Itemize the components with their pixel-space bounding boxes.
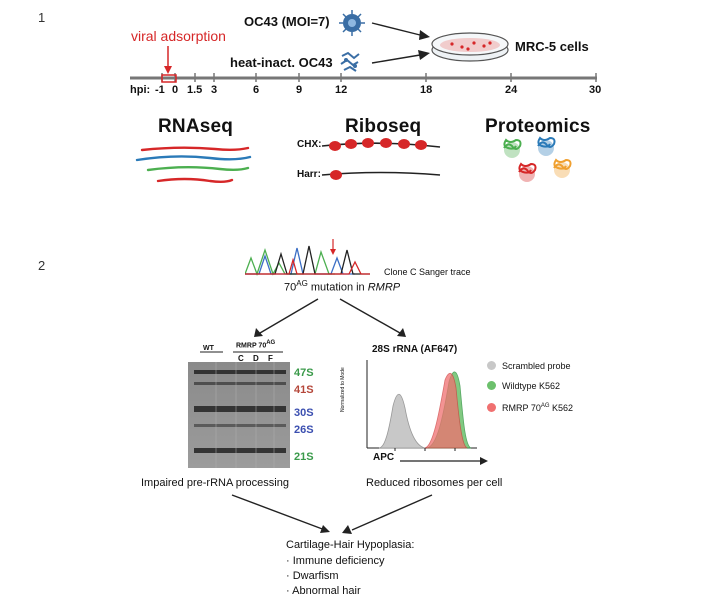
conclusion-item-text: Dwarfism	[292, 570, 339, 582]
legend-item: Wildtype K562	[487, 379, 573, 393]
conclusion-item-text: Abnormal hair	[292, 585, 361, 597]
legend-sup: AG	[540, 403, 550, 409]
mutation-gene: RMRP	[367, 281, 401, 294]
legend-label-post: K562	[549, 403, 574, 413]
flow-legend: Scrambled probe Wildtype K562 RMRP 70AG …	[487, 359, 573, 415]
harr-label: Harr:	[297, 169, 321, 180]
viral-adsorption-label: viral adsorption	[131, 28, 226, 44]
mutation-sup: AG	[296, 279, 308, 288]
northern-blot-gel	[188, 362, 290, 468]
gel-lane-header	[200, 351, 283, 353]
heat-inact-arrow	[371, 54, 421, 64]
method-proteomics: Proteomics	[485, 116, 591, 137]
chx-label: CHX:	[297, 139, 322, 150]
band-41s: 41S	[294, 384, 314, 396]
gel-caption: Impaired pre-rRNA processing	[141, 477, 289, 489]
tick-label: -1	[155, 84, 165, 96]
sanger-trace	[245, 239, 370, 276]
tick-label: 30	[589, 84, 602, 96]
panel-1-number: 1	[38, 10, 46, 25]
adsorption-window	[161, 74, 177, 83]
virus-icon	[339, 10, 365, 36]
clone-label: C	[238, 354, 244, 363]
riboseq-harr-track	[321, 170, 441, 180]
tick-label: 0	[172, 84, 179, 96]
oc43-arrow	[371, 22, 421, 36]
flow-y-label: Normalized to Mode	[340, 367, 346, 412]
mutation-position: 70	[284, 281, 297, 294]
legend-label: RMRP 70	[502, 403, 541, 413]
conclusion-item-text: Immune deficiency	[292, 555, 385, 567]
rnaseq-transcripts	[135, 146, 252, 183]
legend-item: RMRP 70AG K562	[487, 399, 573, 415]
band-30s: 30S	[294, 407, 314, 419]
method-riboseq: Riboseq	[345, 116, 422, 137]
flow-histogram	[366, 360, 477, 451]
conclusion-title: Cartilage-Hair Hypoplasia:	[286, 539, 415, 551]
gel-wt-label: WT	[203, 345, 214, 352]
oc43-label: OC43 (MOI=7)	[244, 14, 330, 29]
cells-label: MRC-5 cells	[515, 39, 589, 54]
gel-rmrp-sup: AG	[266, 340, 276, 346]
conclusion-item: · Dwarfism	[286, 570, 339, 582]
heat-inact-label: heat-inact. OC43	[230, 55, 333, 70]
legend-item: Scrambled probe	[487, 359, 573, 373]
mutation-caption: 70AG mutation in RMRP	[284, 279, 400, 294]
tick-label: 9	[296, 84, 303, 96]
tick-label: 3	[211, 84, 218, 96]
conclusion-item: · Immune deficiency	[286, 555, 385, 567]
apc-axis-arrow	[400, 457, 488, 465]
band-21s: 21S	[294, 451, 314, 463]
sanger-label: Clone C Sanger trace	[384, 267, 471, 277]
gel-clone-labels: C D F	[238, 354, 273, 363]
conclusion-item: · Abnormal hair	[286, 585, 361, 597]
mutation-text: mutation in	[307, 281, 368, 294]
heat-inactivated-virus-icon	[340, 51, 360, 72]
gel-rmrp-label: RMRP 70AG	[236, 340, 275, 349]
panel-2-number: 2	[38, 258, 46, 273]
adsorption-arrowhead	[164, 66, 172, 74]
tick-label: 12	[335, 84, 348, 96]
flow-x-label: APC	[373, 452, 395, 463]
legend-label: Wildtype K562	[502, 381, 561, 391]
clone-label: D	[253, 354, 259, 363]
flow-caption: Reduced ribosomes per cell	[366, 477, 503, 489]
petri-dish-icon	[431, 32, 509, 62]
tick-label: 18	[420, 84, 433, 96]
band-26s: 26S	[294, 424, 314, 436]
legend-swatch	[487, 361, 496, 370]
legend-swatch	[487, 381, 496, 390]
panel-1-graphics	[130, 10, 597, 183]
tick-label: 6	[253, 84, 260, 96]
flow-title: 28S rRNA (AF647)	[372, 344, 458, 355]
hpi-prefix: hpi:	[130, 84, 151, 96]
protein-icons	[503, 136, 572, 182]
method-rnaseq: RNAseq	[158, 116, 234, 137]
tick-label: 1.5	[187, 84, 203, 96]
legend-label: Scrambled probe	[502, 361, 571, 371]
riboseq-chx-track	[321, 138, 441, 151]
legend-swatch	[487, 403, 496, 412]
band-47s: 47S	[294, 367, 314, 379]
tick-label: 24	[505, 84, 518, 96]
gel-rmrp-text: RMRP 70	[236, 342, 267, 350]
clone-label: F	[268, 354, 273, 363]
